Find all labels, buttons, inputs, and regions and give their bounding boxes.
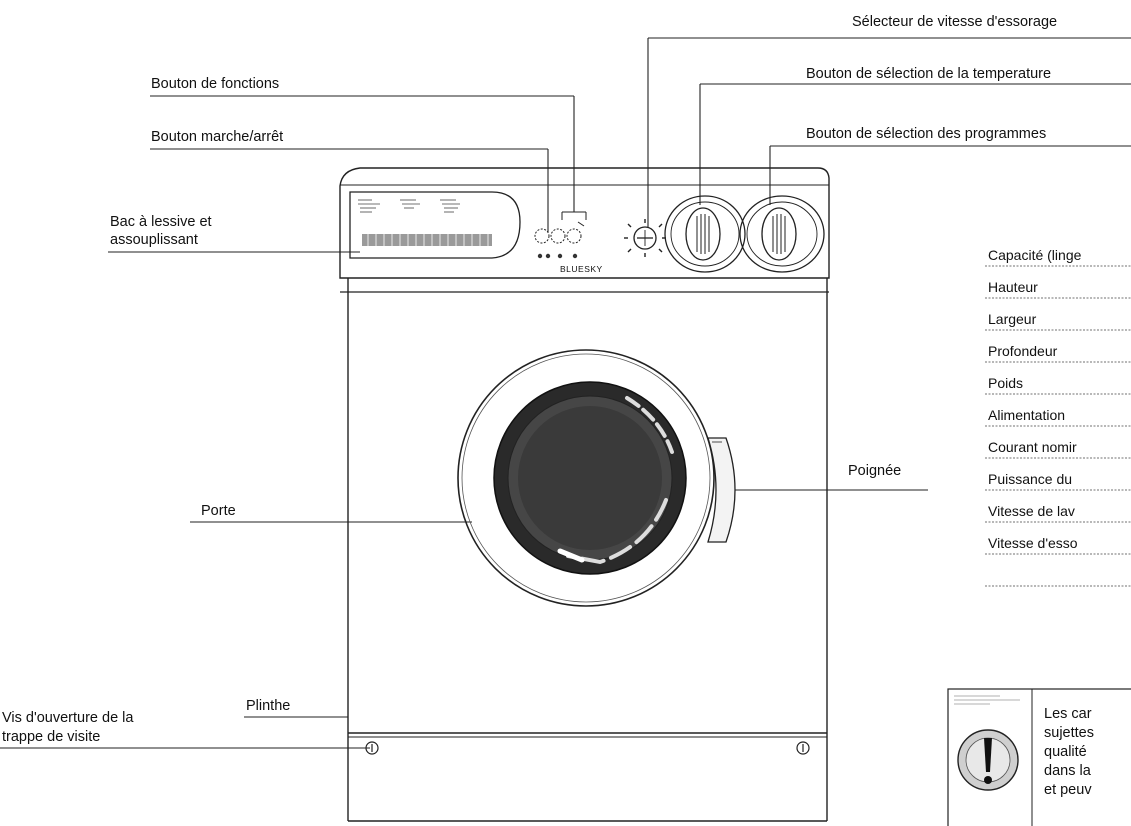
door-handle [707, 437, 736, 543]
label-power-button: Bouton marche/arrêt [151, 129, 284, 145]
warning-note-line: et peuv [1044, 782, 1092, 798]
label-temperature-knob: Bouton de sélection de la temperature [806, 66, 1052, 82]
label-function-button: Bouton de fonctions [151, 76, 280, 92]
warning-note-line: sujettes [1044, 725, 1094, 741]
warning-note-line: qualité [1044, 744, 1087, 760]
spin-speed-selector-dial [624, 219, 666, 257]
label-detergent-drawer-line1: Bac à lessive et [110, 214, 212, 230]
detergent-drawer [349, 191, 521, 259]
spec-row-power-supply: Alimentation [988, 407, 1066, 423]
spec-row-power: Puissance du [988, 471, 1073, 487]
warning-note-line: Les car [1044, 706, 1092, 722]
door-assembly [457, 349, 715, 607]
spec-row-depth: Profondeur [988, 343, 1058, 359]
warning-box [947, 688, 1131, 826]
label-service-screw-line2: trappe de visite [2, 729, 101, 745]
temperature-knob [664, 195, 746, 273]
label-detergent-drawer-line2: assouplissant [110, 232, 198, 248]
function-button-symbols [537, 253, 578, 259]
exclamation-warning-icon [957, 729, 1019, 791]
machine-body [339, 167, 830, 822]
brand-label: BLUESKY [560, 264, 603, 274]
label-service-screw-line1: Vis d'ouverture de la [2, 710, 134, 726]
warning-note-line: dans la [1044, 763, 1091, 779]
spec-row-rated-current: Courant nomir [988, 439, 1077, 455]
spec-row-height: Hauteur [988, 279, 1038, 295]
label-program-knob: Bouton de sélection des programmes [806, 126, 1047, 142]
label-spin-speed-selector: Sélecteur de vitesse d'essorage [852, 14, 1058, 30]
service-flap-screws [365, 741, 810, 755]
spec-row-width: Largeur [988, 311, 1037, 327]
spec-row-spin-speed: Vitesse d'esso [988, 535, 1078, 551]
label-door: Porte [201, 503, 236, 519]
function-buttons [534, 211, 587, 244]
spec-row-weight: Poids [988, 375, 1024, 391]
spec-row-capacity: Capacité (linge [988, 247, 1082, 263]
warning-note-text: Les car sujettes qualité dans la et peuv [1044, 705, 1094, 800]
label-handle: Poignée [848, 463, 902, 479]
program-knob [739, 195, 825, 273]
spec-row-wash-speed: Vitesse de lav [988, 503, 1075, 519]
label-plinth: Plinthe [246, 698, 291, 714]
